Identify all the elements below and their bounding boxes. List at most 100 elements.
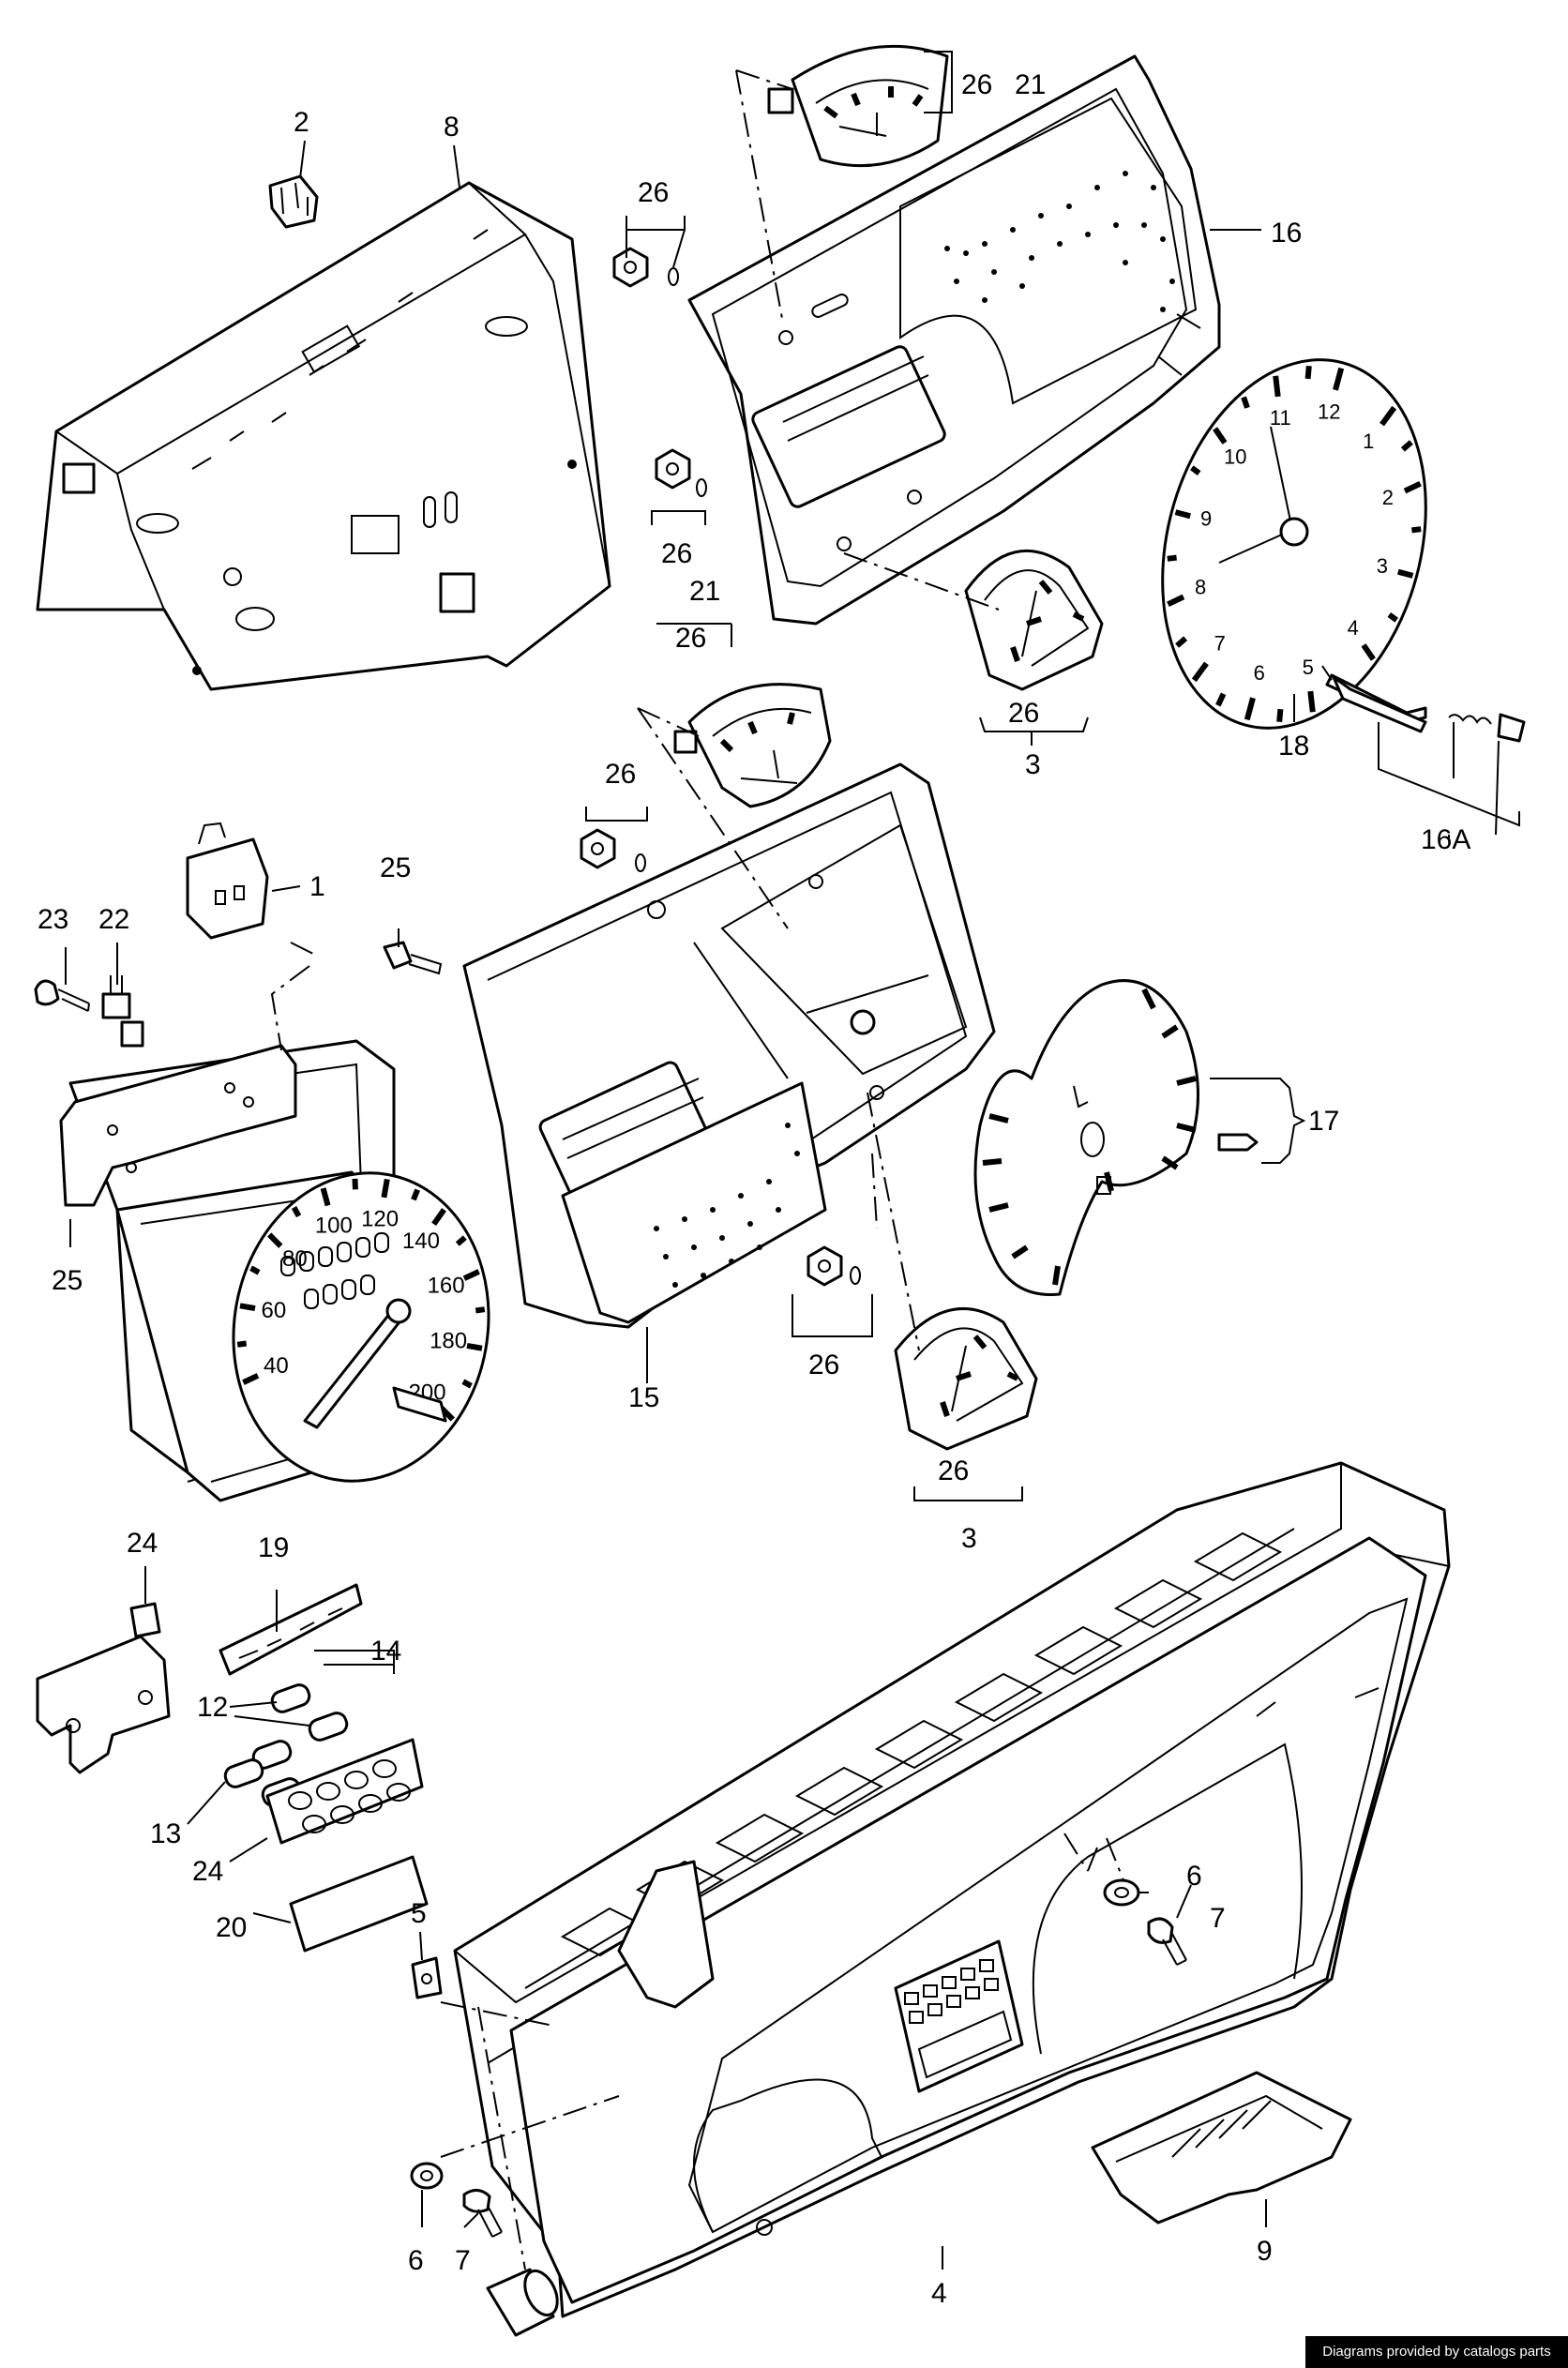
label-20: 20 [216,1912,247,1943]
speedometer-numeral: 180 [430,1329,467,1354]
part-4-cluster-housing [453,1461,1451,2318]
clock-tick [1411,526,1422,534]
clock-numeral: 3 [1377,554,1388,578]
clock-tick [1361,643,1376,661]
speedometer-tick [242,1373,260,1385]
part-25-bracket [59,1044,297,1207]
part-3-gauge-lower [894,1307,1038,1451]
clock-numeral: 10 [1224,445,1246,469]
clock-tick [1244,697,1256,721]
label-19: 19 [258,1532,289,1563]
clock-numeral: 9 [1200,507,1212,531]
clock-numeral: 11 [1270,406,1291,430]
speedometer-numeral: 40 [264,1353,289,1379]
credit-banner: Diagrams provided by catalogs parts [1305,2336,1568,2368]
clock-tick [1167,594,1185,608]
clock-numeral: 1 [1363,430,1374,453]
label-2: 2 [294,107,309,138]
label-4: 4 [931,2278,947,2309]
speedometer-tick [267,1232,283,1248]
clock-numeral: 8 [1195,576,1206,599]
part-9-cover [1091,2071,1352,2225]
speedometer-tick-marks [236,1178,486,1422]
part-19-symbol-plate [219,1583,363,1676]
part-8-carrier-plate [36,181,611,691]
pcb-hole-dots-middle [654,1123,800,1288]
label-26: 26 [661,538,692,569]
clock-tick [1380,405,1397,427]
label-6: 6 [1186,1861,1202,1892]
label-26: 26 [808,1350,839,1380]
odometer-digits [280,1232,389,1309]
clock-numeral: 12 [1318,400,1340,424]
label-8: 8 [444,112,460,143]
label-12: 12 [197,1692,228,1723]
part-7-screw-right [1147,1917,1187,1966]
speedometer-tick [466,1342,483,1351]
part-15-middle-housing [462,762,996,1329]
clock-tick [1397,568,1414,579]
label-7: 7 [1210,1903,1226,1934]
speedometer-tick [462,1269,480,1281]
part-3-gauge-right [964,549,1104,691]
part-23-screw [34,979,90,1012]
part-2-connector [268,174,319,229]
clock-tick [1191,661,1209,683]
label-26: 26 [638,177,669,208]
clock-numeral: 6 [1254,661,1265,685]
label-16a: 16A [1421,824,1470,855]
part-1-connector [186,822,269,940]
label-24: 24 [127,1528,158,1559]
clock-tick [1276,708,1284,723]
label-24: 24 [192,1856,223,1887]
speedometer-tick [455,1235,467,1246]
label-22: 22 [98,904,129,935]
label-17: 17 [1308,1106,1339,1137]
clock-tick [1273,375,1281,398]
part-24-bracket [36,1602,171,1774]
speedometer-tick [249,1265,261,1275]
label-23: 23 [38,904,68,935]
label-26: 26 [961,69,992,100]
clock-tick [1174,509,1191,520]
clock-tick [1400,440,1413,452]
part-5-clip [411,1956,443,1999]
part-17-dial-face [973,979,1259,1296]
part-16a-pin-spring [1332,675,1526,743]
part-25-screw [383,941,443,975]
speedometer-numeral: 140 [402,1229,440,1254]
clock-tick [1307,690,1316,713]
clock-tick [1215,692,1227,707]
label-5: 5 [411,1898,427,1929]
nut-washer-middle [580,828,861,1287]
clock-numeral: 7 [1214,632,1226,656]
clock-numeral: 4 [1348,616,1359,640]
part-20-filter-plate [289,1855,429,1953]
speedometer-tick [381,1178,390,1199]
label-16: 16 [1271,218,1302,249]
clock-tick [1403,480,1422,494]
speedometer-numeral: 100 [315,1214,353,1239]
label-13: 13 [150,1818,181,1849]
clock-tick [1167,554,1177,562]
label-1: 1 [309,871,325,902]
lens-holes [288,1759,411,1833]
pcb-hole-dots [944,171,1175,312]
speedometer-tick [411,1188,420,1201]
label-18: 18 [1278,731,1309,762]
label-7: 7 [455,2245,471,2276]
speedometer-numeral: 120 [361,1207,399,1232]
label-21: 21 [689,576,720,607]
part-24-lens-plate [265,1738,424,1845]
callout-labels: 2 8 26 21 26 16 26 21 26 26 3 18 16A 26 … [38,69,1470,2309]
part-12-bulbs [251,1683,349,1770]
housing-slots [560,1531,1283,1957]
clock-numeral: 5 [1303,656,1314,679]
clock-tick [1175,636,1188,648]
part-21-gauge-top [767,44,949,168]
label-21: 21 [1015,69,1046,100]
label-6: 6 [408,2245,424,2276]
clock-tick [1387,611,1398,623]
